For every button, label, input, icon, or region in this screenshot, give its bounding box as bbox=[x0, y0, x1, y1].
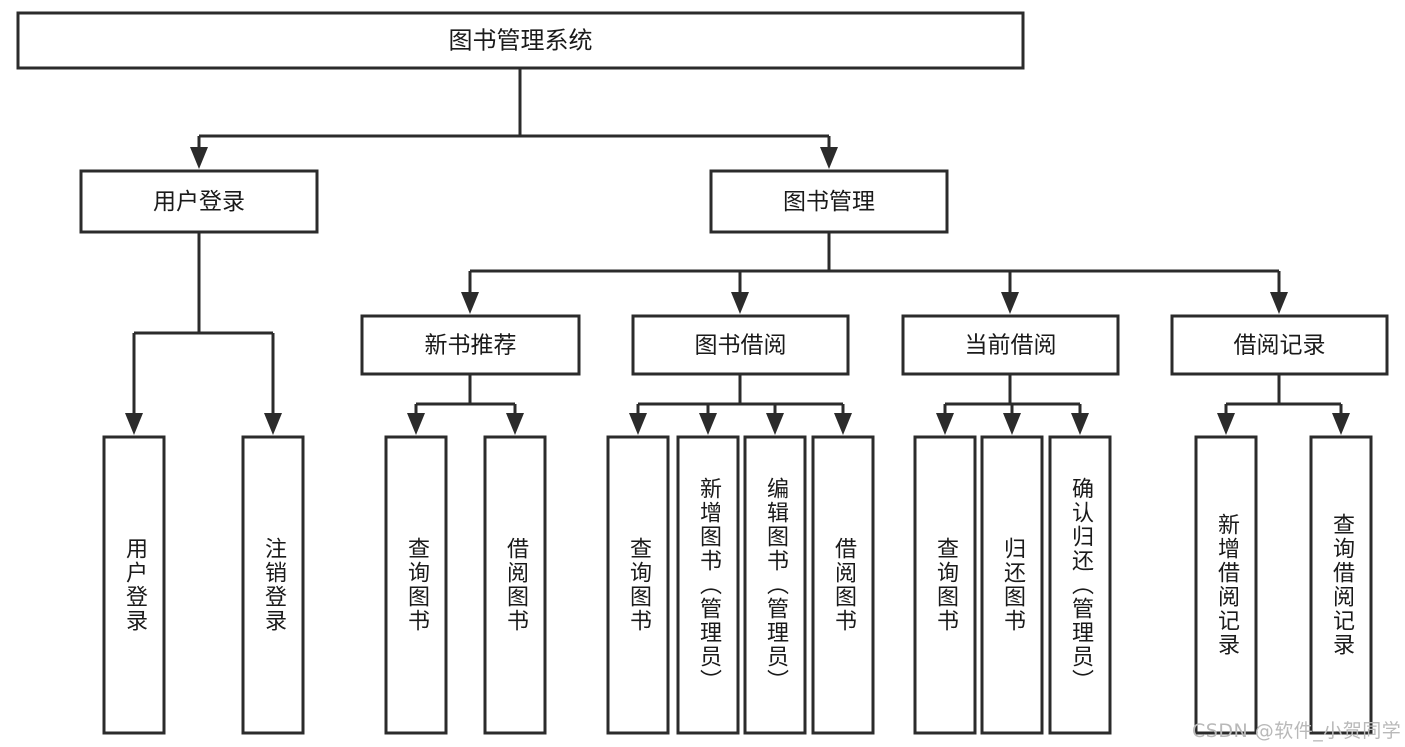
node-label-current-borrow: 当前借阅 bbox=[965, 333, 1057, 359]
node-boxes-layer bbox=[16, 11, 1389, 735]
root-to-level2-arrow-icon-1 bbox=[820, 147, 838, 169]
new-book-recommend-to-leaves-arrow-icon-1 bbox=[506, 413, 524, 435]
node-box-book-borrow[interactable] bbox=[631, 314, 850, 376]
userlogin-to-leaves-arrow-icon-1 bbox=[264, 413, 282, 435]
node-box-leaf-query-book-1[interactable] bbox=[384, 435, 448, 735]
node-box-new-book-recommend[interactable] bbox=[360, 314, 581, 376]
current-borrow-to-leaves-arrow-icon-0 bbox=[936, 413, 954, 435]
node-box-leaf-user-login[interactable] bbox=[102, 435, 166, 735]
bookmanage-to-level3-arrow-icon-2 bbox=[1001, 292, 1019, 314]
book-borrow-to-leaves-arrow-icon-2 bbox=[766, 413, 784, 435]
book-borrow-to-leaves-arrow-icon-1 bbox=[699, 413, 717, 435]
bookmanage-to-level3-arrow-icon-3 bbox=[1270, 292, 1288, 314]
node-label-book-manage: 图书管理 bbox=[783, 189, 875, 215]
node-label-borrow-record: 借阅记录 bbox=[1234, 333, 1326, 359]
node-box-leaf-user-logout[interactable] bbox=[241, 435, 305, 735]
borrow-record-to-leaves-arrow-icon-0 bbox=[1217, 413, 1235, 435]
node-label-new-book-recommend: 新书推荐 bbox=[425, 333, 517, 359]
node-box-root[interactable] bbox=[16, 11, 1025, 70]
node-box-user-login[interactable] bbox=[79, 169, 319, 234]
node-box-leaf-return-book[interactable] bbox=[980, 435, 1044, 735]
book-borrow-to-leaves-arrow-icon-3 bbox=[834, 413, 852, 435]
node-label-root: 图书管理系统 bbox=[449, 27, 593, 55]
current-borrow-to-leaves-arrow-icon-1 bbox=[1003, 413, 1021, 435]
node-box-leaf-query-book-3[interactable] bbox=[913, 435, 977, 735]
book-borrow-to-leaves-arrow-icon-0 bbox=[629, 413, 647, 435]
node-box-leaf-query-book-2[interactable] bbox=[606, 435, 670, 735]
userlogin-to-leaves-arrow-icon-0 bbox=[125, 413, 143, 435]
node-label-user-login: 用户登录 bbox=[153, 189, 245, 215]
node-box-leaf-query-record[interactable] bbox=[1309, 435, 1373, 735]
node-label-book-borrow: 图书借阅 bbox=[695, 333, 787, 359]
node-box-current-borrow[interactable] bbox=[901, 314, 1120, 376]
root-to-level2-arrow-icon-0 bbox=[190, 147, 208, 169]
bookmanage-to-level3-arrow-icon-0 bbox=[461, 292, 479, 314]
bookmanage-to-level3-arrow-icon-1 bbox=[731, 292, 749, 314]
node-box-book-manage[interactable] bbox=[709, 169, 949, 234]
connector-edges-layer bbox=[125, 68, 1350, 435]
csdn-watermark: CSDN @软件_小贺同学 bbox=[1192, 720, 1402, 742]
node-box-leaf-borrow-book-1[interactable] bbox=[483, 435, 547, 735]
node-box-leaf-add-book[interactable] bbox=[676, 435, 740, 735]
node-box-leaf-borrow-book-2[interactable] bbox=[811, 435, 875, 735]
new-book-recommend-to-leaves-arrow-icon-0 bbox=[407, 413, 425, 435]
node-box-leaf-add-record[interactable] bbox=[1194, 435, 1258, 735]
borrow-record-to-leaves-arrow-icon-1 bbox=[1332, 413, 1350, 435]
current-borrow-to-leaves-arrow-icon-2 bbox=[1071, 413, 1089, 435]
node-box-borrow-record[interactable] bbox=[1170, 314, 1389, 376]
node-box-leaf-edit-book[interactable] bbox=[743, 435, 807, 735]
node-box-leaf-confirm-return[interactable] bbox=[1048, 435, 1112, 735]
